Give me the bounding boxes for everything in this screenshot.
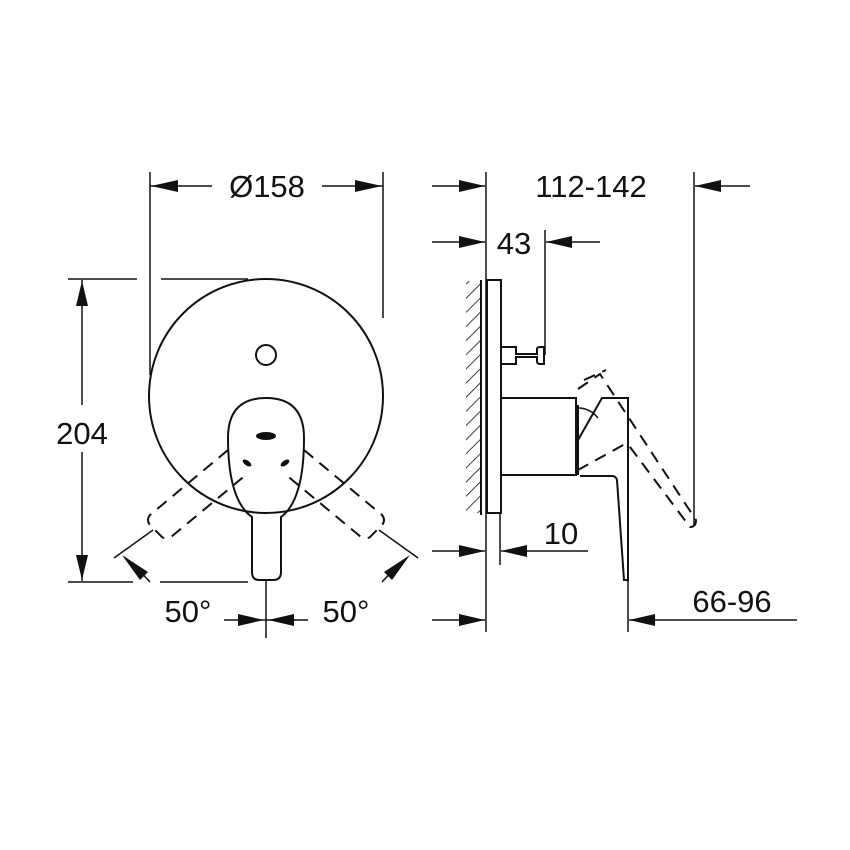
diverter-knob-side bbox=[501, 346, 545, 365]
diverter-knob bbox=[255, 344, 277, 366]
handle-projection-label: 66-96 bbox=[692, 584, 771, 619]
wall-hatching bbox=[466, 281, 481, 513]
cartridge-body bbox=[501, 397, 577, 476]
depth-total-label: 112-142 bbox=[535, 169, 646, 204]
escutcheon-plate-side bbox=[486, 279, 502, 514]
plate-thickness-label: 10 bbox=[544, 516, 578, 551]
escutcheon-plate bbox=[148, 278, 384, 514]
front-view: Ø158 204 50° 50° bbox=[56, 169, 419, 638]
diameter-label: Ø158 bbox=[229, 169, 305, 204]
angle-right-label: 50° bbox=[323, 594, 370, 629]
spout-depth-label: 43 bbox=[497, 226, 531, 261]
lever-side bbox=[577, 397, 629, 581]
angle-left-label: 50° bbox=[165, 594, 212, 629]
side-view: 112-142 43 10 66-96 bbox=[432, 169, 797, 632]
lever-handle bbox=[226, 396, 306, 581]
height-label: 204 bbox=[56, 416, 108, 451]
